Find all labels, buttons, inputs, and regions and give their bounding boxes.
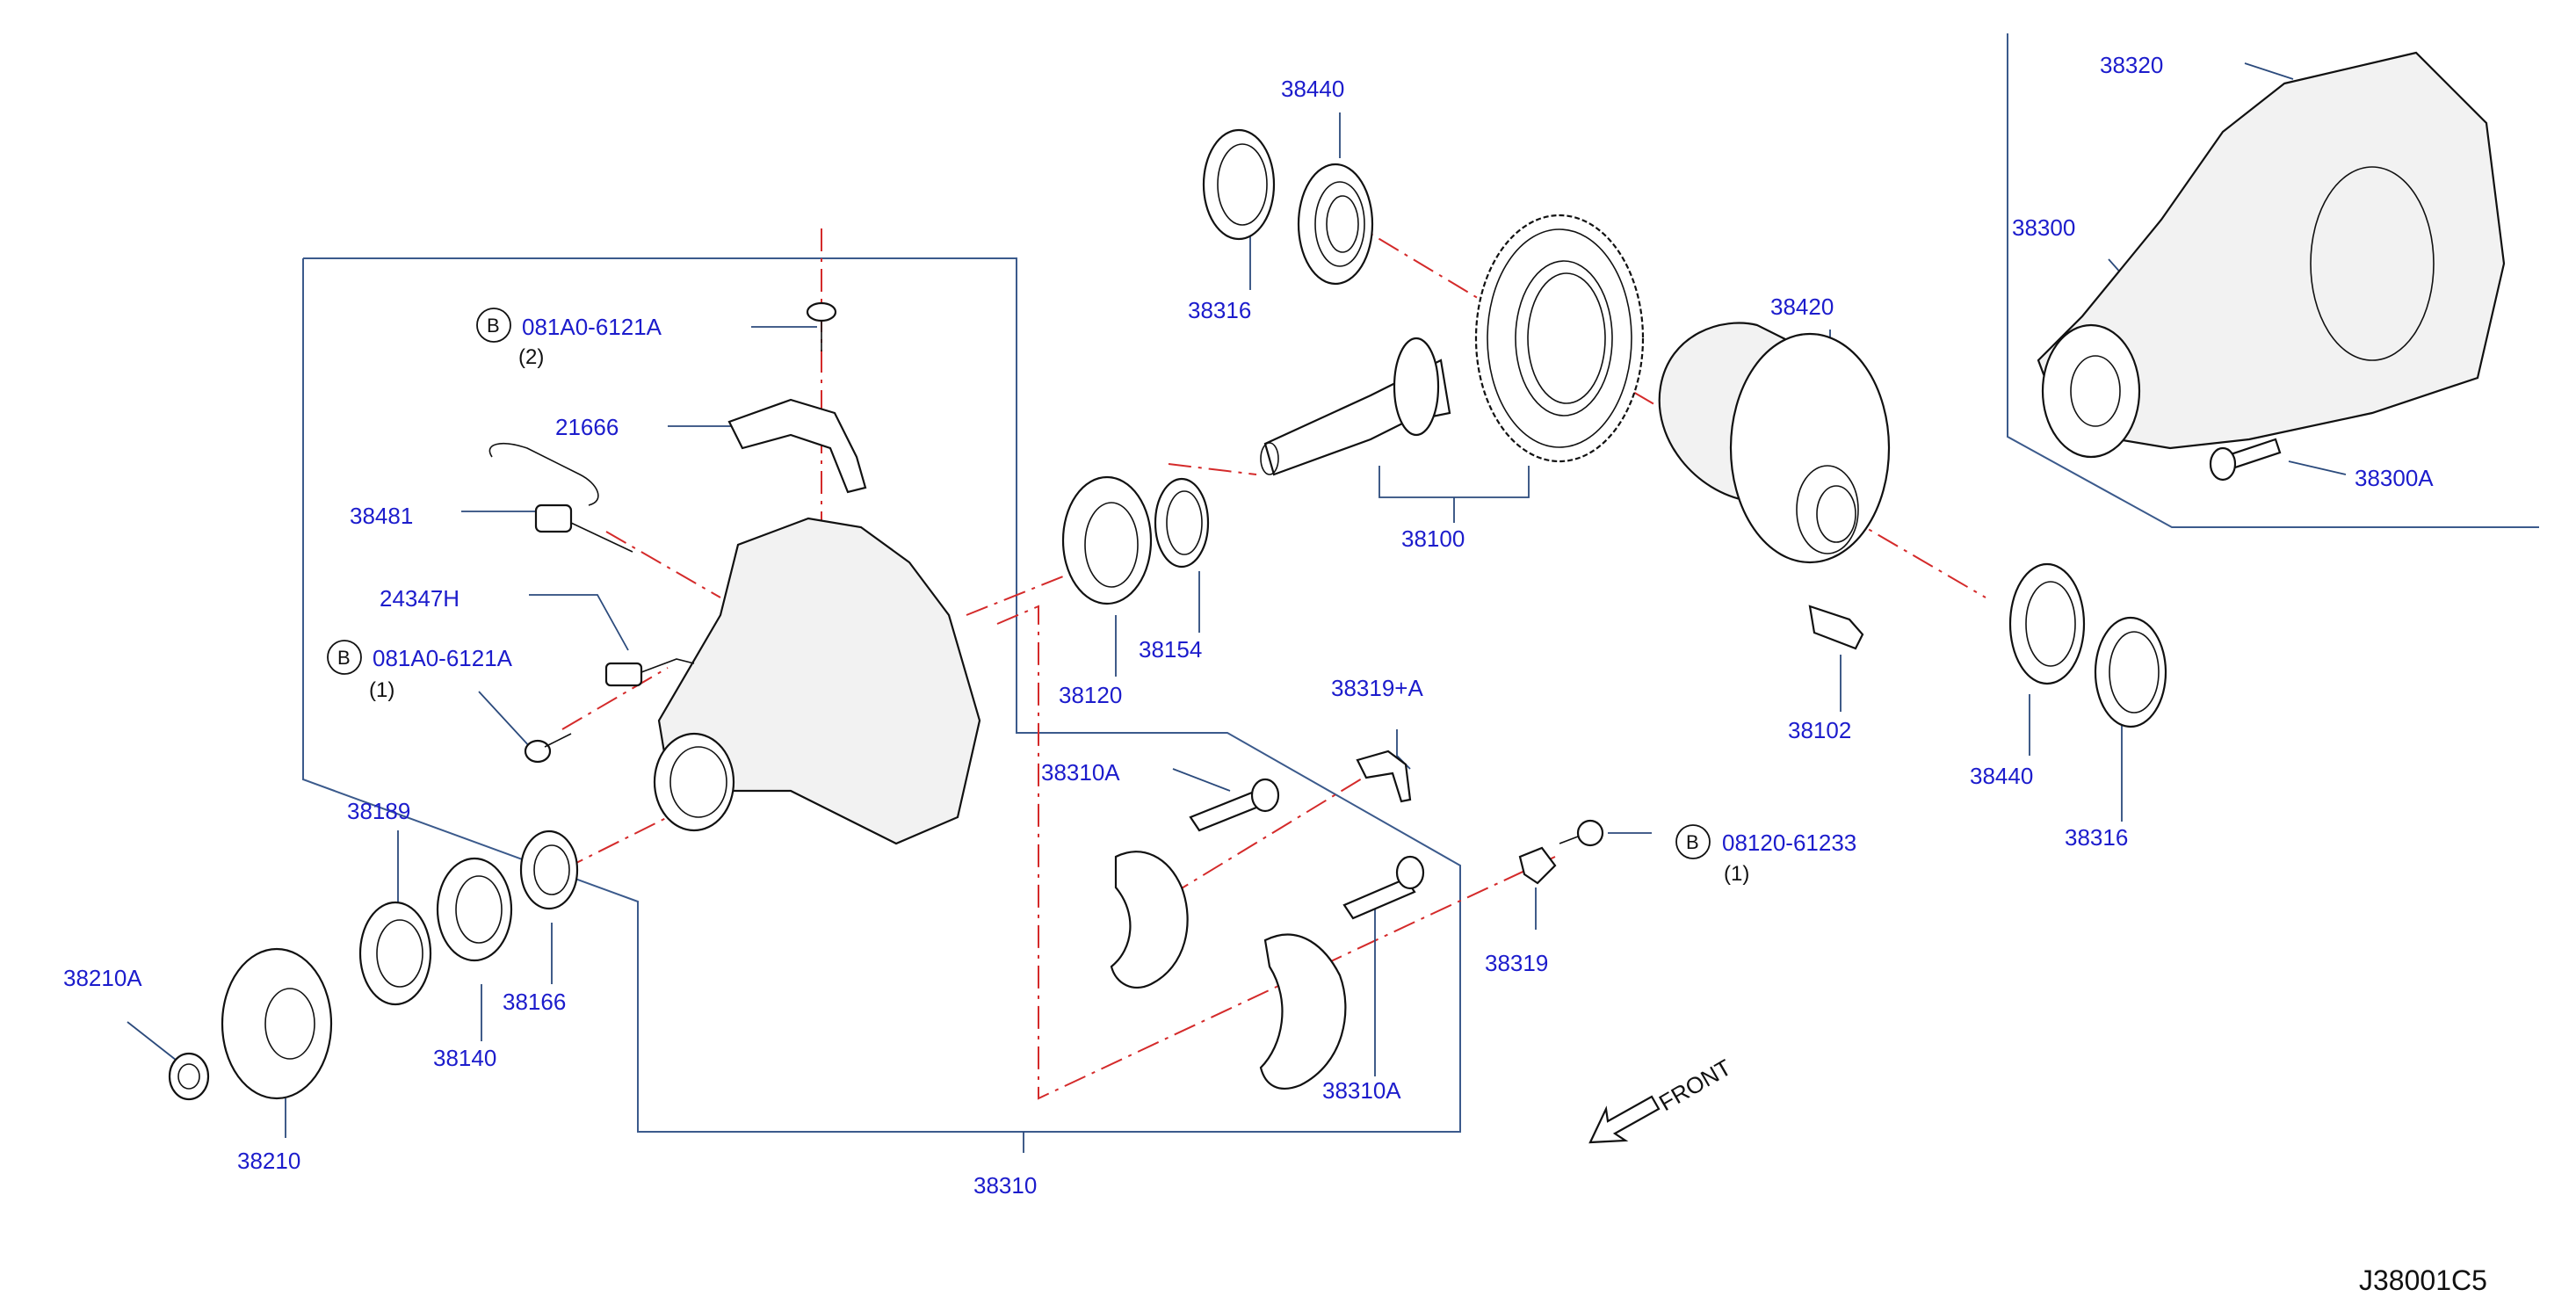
- ring-gear-38100: [1474, 214, 1645, 463]
- label-38100: 38100: [1401, 525, 1465, 552]
- label-38300: 38300: [2012, 214, 2075, 241]
- bolt-right-08120: [1559, 819, 1604, 847]
- label-38420: 38420: [1770, 293, 1834, 320]
- bolt-qty-top: (2): [518, 345, 544, 369]
- label-38440-right: 38440: [1970, 763, 2033, 789]
- seal-38166: [519, 829, 579, 910]
- nut-38210A: [168, 1052, 210, 1101]
- bolt-badge-right: [1675, 824, 1711, 859]
- bolt-38102: [1808, 605, 1864, 650]
- housing-38310: [653, 517, 981, 845]
- front-arrow: FRONT: [1588, 1054, 1736, 1144]
- label-38316-right: 38316: [2065, 824, 2128, 851]
- bolt-badge-right-letter: B: [1686, 831, 1699, 853]
- bolt-qty-right: (1): [1724, 862, 1749, 886]
- diff-case-38420: [1658, 322, 1891, 564]
- diagram-code: J38001C5: [2359, 1264, 2487, 1296]
- label-38300A: 38300A: [2355, 465, 2434, 491]
- cap-upper: [1110, 851, 1189, 989]
- label-38320: 38320: [2100, 52, 2163, 78]
- flange-38210: [221, 947, 333, 1100]
- group-part-labels: 38440 38316 38420 38100 38120 38154 3810…: [63, 52, 2434, 1199]
- seal-38316-right: [2094, 616, 2167, 728]
- bolt-code-left: 081A0-6121A: [373, 645, 513, 671]
- bolt-badge-left-letter: B: [337, 647, 351, 669]
- bolt-top-081A0: [806, 301, 837, 351]
- bolt-badge-top-letter: B: [487, 315, 500, 337]
- bearing-38189: [358, 901, 432, 1006]
- label-38481: 38481: [350, 503, 413, 529]
- label-38440-top: 38440: [1281, 76, 1344, 102]
- label-38154: 38154: [1139, 636, 1202, 663]
- label-38189: 38189: [347, 798, 410, 824]
- bracket-21666: [727, 398, 867, 494]
- bearing-38440-top: [1297, 163, 1374, 286]
- label-38166: 38166: [503, 989, 566, 1015]
- bolt-38300A: [2209, 438, 2282, 482]
- bolt-left-081A0: [524, 733, 572, 764]
- group-frames: [302, 33, 2539, 1133]
- bolt-38310A-top: [1189, 778, 1280, 832]
- bracket-38319A: [1356, 750, 1412, 803]
- bolt-code-top: 081A0-6121A: [522, 314, 662, 340]
- label-38310A-bottom: 38310A: [1322, 1077, 1401, 1104]
- bolt-code-right: 08120-61233: [1722, 829, 1856, 856]
- frame-inset-assembly: [2007, 33, 2539, 528]
- inset-final-drive-assembly: [2037, 51, 2506, 459]
- label-38310: 38310: [973, 1172, 1037, 1199]
- label-38140: 38140: [433, 1045, 496, 1071]
- bearing-38440-right: [2008, 562, 2086, 685]
- front-label: FRONT: [1654, 1054, 1736, 1116]
- label-38210A: 38210A: [63, 965, 142, 991]
- clip-38319: [1518, 846, 1557, 885]
- bearing-38120: [1061, 475, 1153, 605]
- seal-38316-top: [1202, 128, 1276, 241]
- sensor-38481: [488, 443, 633, 553]
- label-38319A: 38319+A: [1331, 675, 1423, 701]
- label-38210: 38210: [237, 1148, 300, 1174]
- cap-lower: [1259, 933, 1347, 1090]
- label-38120: 38120: [1059, 682, 1122, 708]
- bolt-38310A-bottom: [1342, 855, 1425, 920]
- shim-38154: [1154, 477, 1210, 569]
- bolt-badge-top: [476, 308, 511, 343]
- harness-24347H: [604, 658, 695, 687]
- label-21666: 21666: [555, 414, 619, 440]
- label-38310A-top: 38310A: [1041, 759, 1120, 786]
- label-38102: 38102: [1788, 717, 1851, 743]
- pinion-38100: [1260, 337, 1451, 476]
- label-38316-top: 38316: [1188, 297, 1251, 323]
- callout-bolt-right: B 08120-61233 (1): [1675, 824, 1856, 886]
- label-24347H: 24347H: [380, 585, 459, 612]
- callout-bolt-top: B 081A0-6121A (2): [476, 308, 662, 369]
- frame-housing-group: [302, 257, 1461, 1133]
- callout-bolt-left: B 081A0-6121A (1): [327, 640, 513, 702]
- bolt-qty-left: (1): [369, 678, 394, 702]
- bearing-38140: [436, 857, 513, 962]
- bolt-badge-left: [327, 640, 362, 675]
- label-38319: 38319: [1485, 950, 1548, 976]
